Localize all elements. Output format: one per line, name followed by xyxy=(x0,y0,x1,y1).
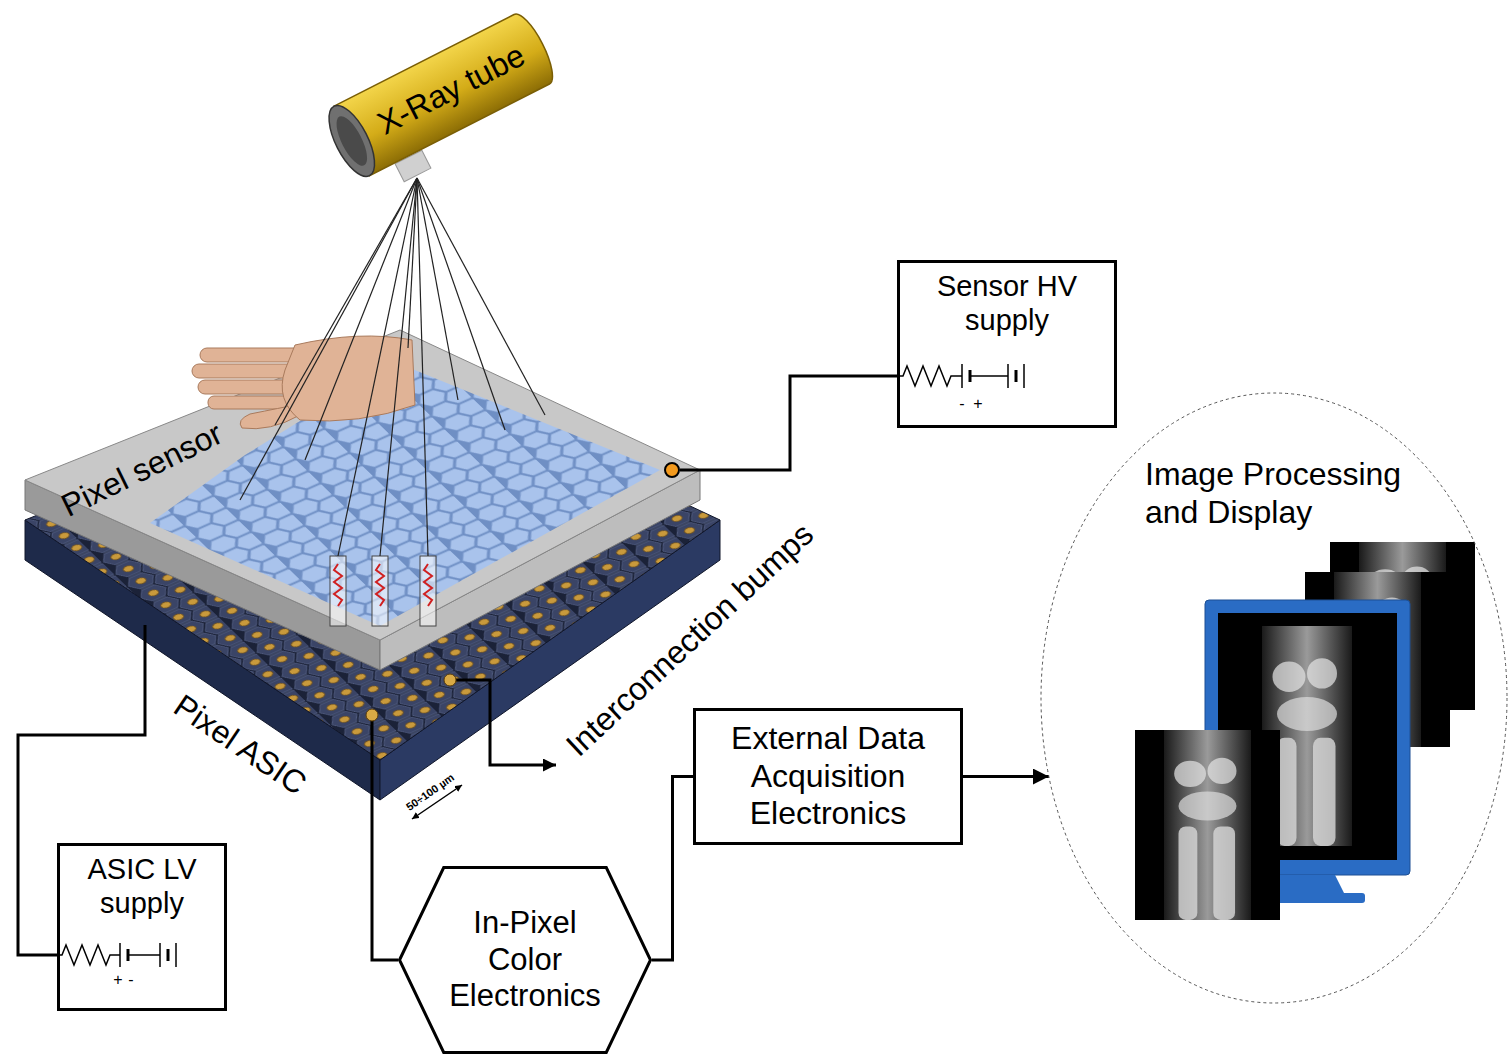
electronics-hexagon: In-Pixel Color Electronics xyxy=(398,866,652,1054)
x-ray-beam xyxy=(305,178,417,460)
battery-plate xyxy=(1023,364,1025,388)
bump xyxy=(366,709,378,721)
lv-source-symbol xyxy=(57,943,176,967)
hexagon-outline xyxy=(400,868,651,1053)
battery-plate xyxy=(159,943,161,967)
x-ray-beam xyxy=(417,178,458,400)
polarity-sign: + xyxy=(113,971,122,989)
x-ray-beam xyxy=(417,178,428,556)
x-ray-beams xyxy=(240,178,545,556)
node-text: In-Pixel Color Electronics xyxy=(438,905,613,1015)
pixel-columns xyxy=(330,556,436,626)
sensor-slab xyxy=(25,330,700,670)
battery-plate xyxy=(167,949,170,961)
tube-window xyxy=(330,112,373,170)
display-illustration xyxy=(1135,542,1475,920)
connector xyxy=(652,777,693,961)
battery-wire xyxy=(970,375,1008,377)
hv-contact xyxy=(665,463,679,477)
x-ray-beam xyxy=(417,178,505,430)
charge-track xyxy=(334,564,342,606)
process-box: External Data Acquisition Electronics xyxy=(693,708,963,845)
charge-track xyxy=(424,564,432,606)
x-ray-beam xyxy=(275,178,417,425)
x-ray-beam xyxy=(417,178,545,415)
charge-track xyxy=(376,564,384,606)
sensor-top xyxy=(25,330,700,640)
polarity-sign: + xyxy=(973,395,982,413)
xray-image xyxy=(1135,730,1280,920)
polarity-sign: - xyxy=(959,395,964,413)
pixel-column xyxy=(330,556,346,626)
resistor-symbol xyxy=(897,366,962,386)
monitor-stand xyxy=(1270,875,1345,895)
battery-wire xyxy=(128,954,160,956)
battery-plate xyxy=(1007,364,1009,388)
battery-plate xyxy=(1015,370,1018,382)
battery-plate xyxy=(961,364,963,388)
battery-plate xyxy=(175,943,177,967)
x-ray-tube: X-Ray tube xyxy=(319,8,560,184)
hv-wire xyxy=(680,376,897,470)
connector xyxy=(963,775,1049,778)
polarity-sign: - xyxy=(128,971,133,989)
leader-line xyxy=(450,680,556,765)
bump xyxy=(444,674,456,686)
battery-plate xyxy=(119,943,121,967)
node-text: External Data Acquisition Electronics xyxy=(708,720,948,833)
processing-display-region: Image Processing and Display xyxy=(1040,392,1508,1004)
hv-source-symbol xyxy=(897,364,1024,388)
power-supply-box: ASIC LV supply xyxy=(57,843,227,1011)
x-ray-beam xyxy=(380,178,417,556)
resistor-symbol xyxy=(57,945,120,965)
x-ray-beam xyxy=(408,178,417,348)
node-text: ASIC LV supply xyxy=(72,852,212,920)
dashed-ellipse xyxy=(1041,393,1507,1003)
power-supply-box: Sensor HV supply xyxy=(897,260,1117,428)
pixel-wire xyxy=(372,715,398,960)
pixel-column xyxy=(420,556,436,626)
node-text: Image Processing and Display xyxy=(1145,456,1445,532)
pixel-column xyxy=(372,556,388,626)
x-ray-beam xyxy=(338,178,417,556)
node-text: Sensor HV supply xyxy=(912,269,1102,337)
